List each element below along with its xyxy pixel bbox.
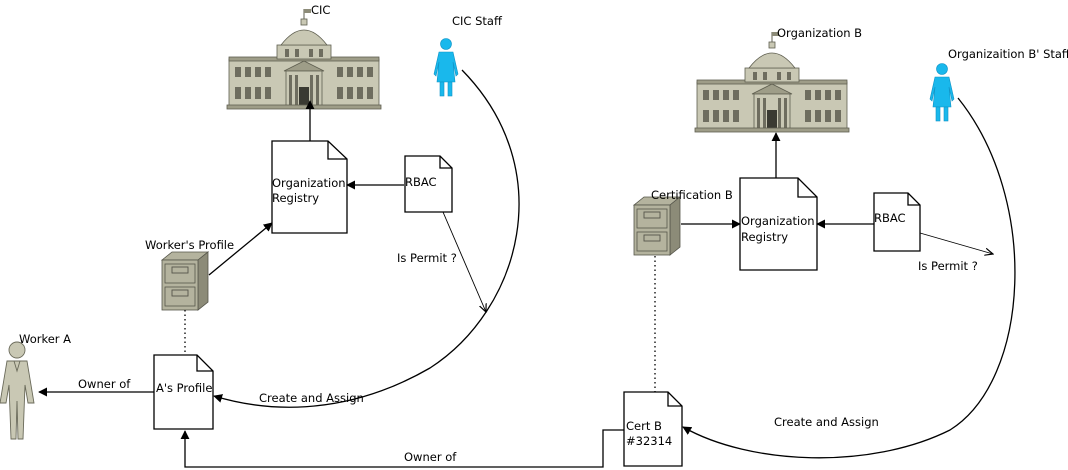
cert-b-line1: Cert B	[626, 419, 662, 433]
workers-profile-cabinet-icon	[161, 251, 209, 311]
edge-staff-b-create-assign	[682, 97, 1016, 459]
cic-building-icon	[226, 8, 382, 110]
cert-b-line2: #32314	[626, 434, 672, 448]
org-b-label: Organization B	[777, 26, 862, 40]
a-profile-document-icon	[153, 354, 214, 430]
worker-a-icon	[0, 341, 35, 440]
certification-b-cabinet-icon	[633, 196, 681, 256]
org-registry-b-line2: Registry	[741, 230, 788, 244]
workers-profile-label: Worker's Profile	[145, 238, 234, 252]
is-permit-a-label: Is Permit ?	[397, 251, 457, 265]
owner-of-a-label: Owner of	[78, 377, 131, 391]
cert-b-document-icon	[623, 391, 683, 467]
org-b-staff-label: Organizaition B' Staff	[948, 47, 1068, 61]
org-registry-a-line2: Registry	[272, 191, 319, 205]
create-assign-a-label: Create and Assign	[259, 391, 364, 405]
cic-label: CIC	[311, 3, 330, 17]
org-b-staff-icon	[929, 63, 955, 122]
cert-b-label: Cert B #32314	[626, 419, 672, 448]
org-registry-a-line1: Organization	[272, 176, 346, 190]
org-registry-b-line1: Organization	[741, 214, 815, 228]
certification-b-label: Certification B	[651, 188, 733, 202]
edge-cert-b-owner-of-profile-a	[180, 429, 626, 468]
edge-rbac-is-permit-a	[442, 211, 486, 312]
org-registry-b-label: Organization Registry	[741, 214, 818, 244]
owner-of-b-label: Owner of	[404, 450, 457, 464]
rbac-b-label: RBAC	[874, 211, 906, 225]
rbac-a-label: RBAC	[405, 175, 437, 189]
edge-cabinet-to-registry-a	[208, 222, 273, 276]
org-b-building-icon	[694, 31, 850, 133]
worker-a-label: Worker A	[19, 332, 71, 346]
edge-staff-create-assign-a	[213, 69, 520, 408]
cic-staff-label: CIC Staff	[452, 14, 503, 28]
org-registry-a-document-icon	[271, 140, 348, 234]
is-permit-b-label: Is Permit ?	[918, 259, 978, 273]
org-registry-a-label: Organization Registry	[272, 176, 349, 205]
create-assign-b-label: Create and Assign	[774, 415, 879, 429]
cic-staff-icon	[433, 38, 459, 97]
rbac-a-document-icon	[404, 155, 453, 213]
edge-rbac-b-is-permit	[919, 232, 993, 254]
a-profile-label: A's Profile	[156, 381, 212, 395]
rbac-b-document-icon	[873, 192, 921, 252]
org-registry-b-document-icon	[739, 177, 818, 271]
